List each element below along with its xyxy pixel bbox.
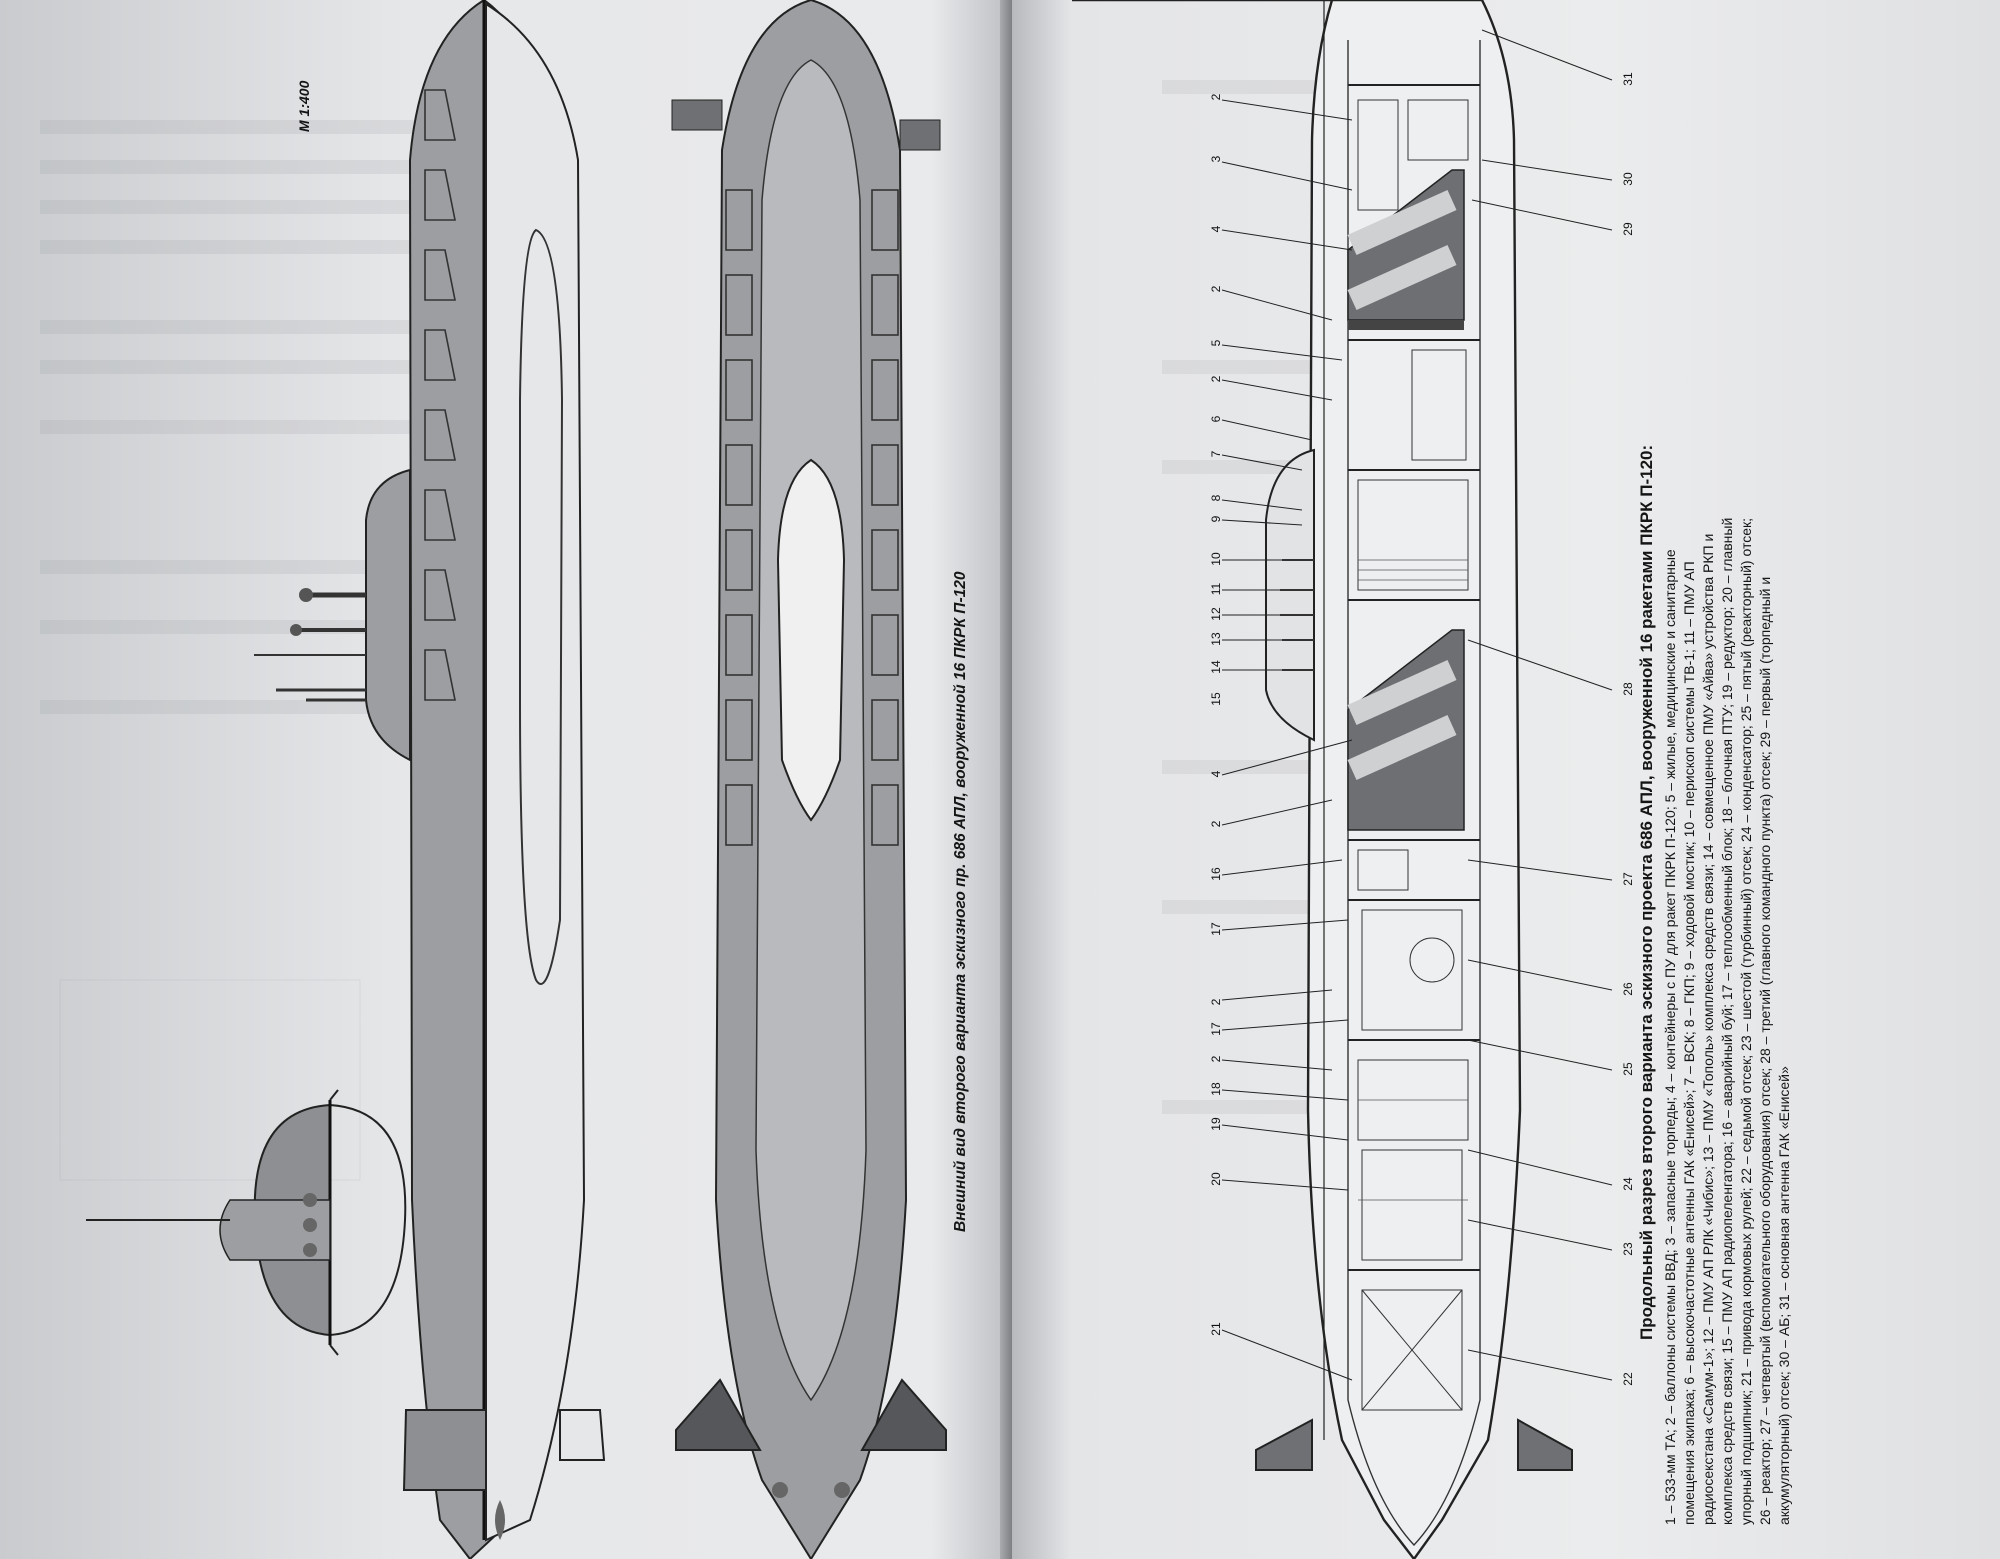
callout-number: 18 xyxy=(1209,1082,1223,1096)
callout-number: 2 xyxy=(1209,998,1223,1006)
legend-line: упорный подшипник; 21 – привода кормовых… xyxy=(1738,517,1754,1525)
callout-leaders-right xyxy=(1467,29,1613,1381)
callout-number: 23 xyxy=(1621,1242,1635,1256)
callout-number: 15 xyxy=(1209,692,1223,706)
submarine-drawings-left xyxy=(40,0,947,1559)
callout-number: 2 xyxy=(1209,93,1223,101)
callout-number: 20 xyxy=(1209,1172,1223,1186)
legend-line: аккумуляторный) отсек; 30 – АБ; 31 – осн… xyxy=(1776,1066,1792,1525)
callout-number: 28 xyxy=(1621,682,1635,696)
callout-number: 16 xyxy=(1209,867,1223,881)
callout-number: 6 xyxy=(1209,415,1223,423)
callout-number: 24 xyxy=(1621,1177,1635,1191)
callout-number: 7 xyxy=(1209,450,1223,458)
legend-line: помещения экипажа; 6 – высокочастотные а… xyxy=(1681,561,1697,1525)
section-caption-title: Продольный разрез второго варианта эскиз… xyxy=(1637,444,1656,1340)
callout-number: 4 xyxy=(1209,225,1223,233)
hull-section xyxy=(1072,0,1573,1559)
bleed-through-text xyxy=(40,120,470,1181)
external-view-caption: Внешний вид второго варианта эскизного п… xyxy=(952,571,969,1232)
callout-number: 19 xyxy=(1209,1117,1223,1131)
callout-number: 21 xyxy=(1209,1322,1223,1336)
scale-label: М 1:400 xyxy=(296,80,312,132)
legend-line: радиосекстана «Самум-1»; 12 – ПМУ АП РЛК… xyxy=(1700,533,1716,1525)
cross-section-view xyxy=(86,1089,407,1356)
callout-number: 2 xyxy=(1209,820,1223,828)
left-page: М 1:400 Внешний вид второго варианта эск… xyxy=(0,0,1012,1559)
callout-number: 30 xyxy=(1621,172,1635,186)
legend-line: 1 – 533-мм ТА; 2 – баллоны системы ВВД; … xyxy=(1662,549,1678,1525)
callout-number: 2 xyxy=(1209,375,1223,383)
side-view-submarine xyxy=(254,0,606,1559)
callout-number: 29 xyxy=(1621,222,1635,236)
callout-number: 17 xyxy=(1209,1022,1223,1036)
callout-number: 2 xyxy=(1209,285,1223,293)
callout-number: 11 xyxy=(1209,582,1223,596)
top-view-submarine xyxy=(671,0,947,1559)
callout-number: 3 xyxy=(1209,155,1223,163)
callout-number: 26 xyxy=(1621,982,1635,996)
callout-number: 4 xyxy=(1209,770,1223,778)
callout-number: 27 xyxy=(1621,872,1635,886)
callout-number: 25 xyxy=(1621,1062,1635,1076)
legend-line: комплекса средств связи; 15 – ПМУ АП рад… xyxy=(1719,517,1735,1525)
callout-number: 2 xyxy=(1209,1055,1223,1063)
callout-number: 12 xyxy=(1209,607,1223,621)
right-page: 2 3 4 2 5 2 6 7 8 9 10 11 12 13 14 15 4 … xyxy=(1012,0,2000,1559)
callout-leaders-left xyxy=(1221,99,1353,1381)
callout-number: 10 xyxy=(1209,552,1223,566)
callout-number: 5 xyxy=(1209,339,1223,347)
callout-number: 22 xyxy=(1621,1372,1635,1386)
callout-number: 31 xyxy=(1621,72,1635,86)
callout-number: 14 xyxy=(1209,660,1223,674)
callout-number: 13 xyxy=(1209,632,1223,646)
longitudinal-section-drawing xyxy=(1072,0,1613,1559)
legend-line: 26 – реактор; 27 – четвертый (вспомогате… xyxy=(1757,576,1773,1525)
callout-number: 17 xyxy=(1209,922,1223,936)
callout-number: 9 xyxy=(1209,515,1223,523)
